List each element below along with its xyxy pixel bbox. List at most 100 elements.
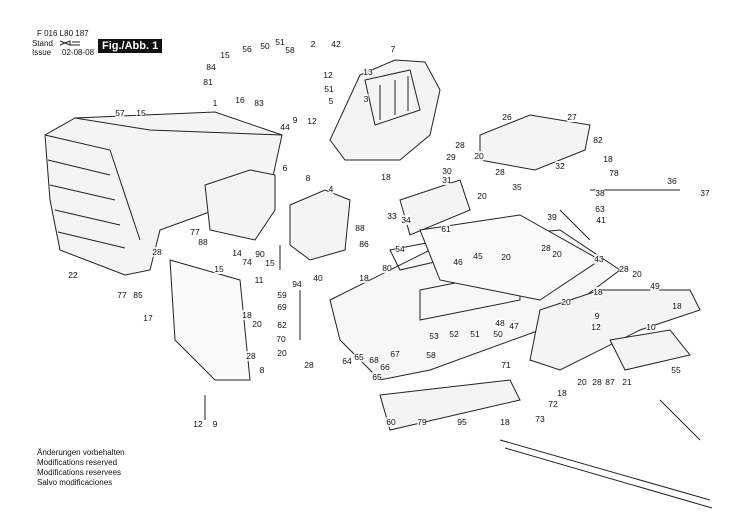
part-callout: 42 xyxy=(331,39,341,49)
part-callout: 28 xyxy=(541,243,551,253)
part-callout: 18 xyxy=(381,172,391,182)
part-callout: 28 xyxy=(455,140,465,150)
part-callout: 77 xyxy=(190,227,200,237)
part-callout: 13 xyxy=(363,67,373,77)
part-callout: 94 xyxy=(292,279,302,289)
part-callout: 72 xyxy=(548,399,558,409)
part-callout: 41 xyxy=(596,215,606,225)
part-callout: 60 xyxy=(386,417,396,427)
part-callout: 21 xyxy=(622,377,632,387)
part-callout: 9 xyxy=(292,115,298,125)
part-callout: 34 xyxy=(401,215,411,225)
part-callout: 67 xyxy=(390,349,400,359)
part-callout: 70 xyxy=(276,334,286,344)
part-callout: 81 xyxy=(203,77,213,87)
part-callout: 86 xyxy=(359,239,369,249)
part-callout: 1 xyxy=(212,98,218,108)
note-fr: Modifications reservees xyxy=(37,468,122,477)
part-callout: 18 xyxy=(672,301,682,311)
part-callout: 57 xyxy=(115,108,125,118)
part-callout: 20 xyxy=(277,348,287,358)
document-code: F 016 L80 187 xyxy=(37,29,89,38)
part-callout: 46 xyxy=(453,257,463,267)
part-callout: 56 xyxy=(242,44,252,54)
part-callout: 53 xyxy=(429,331,439,341)
part-callout: 12 xyxy=(307,116,317,126)
lever-rod xyxy=(559,189,680,241)
note-en: Modifications reserved xyxy=(37,458,118,467)
part-callout: 15 xyxy=(220,50,230,60)
part-callout: 20 xyxy=(632,269,642,279)
spring-rod xyxy=(204,245,301,420)
part-callout: 37 xyxy=(700,188,710,198)
part-callout: 83 xyxy=(254,98,264,108)
part-callout: 48 xyxy=(495,318,505,328)
side-plate xyxy=(609,329,691,371)
part-callout: 18 xyxy=(242,310,252,320)
part-callout: 20 xyxy=(252,319,262,329)
part-callout: 29 xyxy=(446,152,456,162)
part-callout: 78 xyxy=(609,168,619,178)
note-de: Änderungen vorbehalten xyxy=(37,448,125,457)
part-callout: 12 xyxy=(193,419,203,429)
issue-label: Issue xyxy=(32,48,52,57)
part-callout: 30 xyxy=(442,166,452,176)
part-callout: 45 xyxy=(473,251,483,261)
part-callout: 84 xyxy=(206,62,216,72)
part-callout: 88 xyxy=(198,237,208,247)
seat xyxy=(329,59,441,161)
part-callout: 74 xyxy=(242,257,252,267)
part-callout: 51 xyxy=(324,84,334,94)
part-callout: 59 xyxy=(277,290,287,300)
part-callout: 90 xyxy=(255,249,265,259)
part-callout: 49 xyxy=(650,281,660,291)
stand-mark-icon xyxy=(59,40,80,46)
footer-notes: Änderungen vorbehalten Modifications res… xyxy=(37,448,125,488)
part-callout: 38 xyxy=(595,188,605,198)
part-callout: 12 xyxy=(323,70,333,80)
part-callout: 85 xyxy=(133,290,143,300)
part-callout: 62 xyxy=(277,320,287,330)
part-callout: 5 xyxy=(328,96,334,106)
part-callout: 26 xyxy=(502,112,512,122)
front-bracket xyxy=(169,259,251,381)
fender xyxy=(529,289,701,371)
part-callout: 33 xyxy=(387,211,397,221)
part-callout: 17 xyxy=(143,313,153,323)
part-callout: 28 xyxy=(495,167,505,177)
part-callout: 11 xyxy=(254,275,264,285)
part-callout: 9 xyxy=(594,311,600,321)
part-callout: 9 xyxy=(212,419,218,429)
part-callout: 8 xyxy=(259,365,265,375)
part-callout: 15 xyxy=(136,108,146,118)
part-callout: 31 xyxy=(442,175,452,185)
part-callout: 15 xyxy=(214,264,224,274)
part-callout: 47 xyxy=(509,321,519,331)
part-callout: 65 xyxy=(354,352,364,362)
part-callout: 95 xyxy=(457,417,467,427)
tank xyxy=(204,169,276,241)
part-callout: 4 xyxy=(328,184,334,194)
part-callout: 15 xyxy=(265,258,275,268)
part-callout: 77 xyxy=(117,290,127,300)
part-callout: 28 xyxy=(592,377,602,387)
part-callout: 54 xyxy=(395,244,405,254)
part-callout: 68 xyxy=(369,355,379,365)
grass-bag xyxy=(44,111,283,276)
part-callout: 71 xyxy=(501,360,511,370)
part-callout: 65 xyxy=(372,372,382,382)
part-callout: 44 xyxy=(280,122,290,132)
part-callout: 28 xyxy=(304,360,314,370)
part-callout: 50 xyxy=(260,41,270,51)
part-callout: 64 xyxy=(342,356,352,366)
part-callout: 36 xyxy=(667,176,677,186)
part-callout: 12 xyxy=(591,322,601,332)
part-callout: 43 xyxy=(594,254,604,264)
part-callout: 88 xyxy=(355,223,365,233)
part-callout: 28 xyxy=(619,264,629,274)
part-callout: 18 xyxy=(359,273,369,283)
part-callout: 87 xyxy=(605,377,615,387)
part-callout: 3 xyxy=(363,94,369,104)
